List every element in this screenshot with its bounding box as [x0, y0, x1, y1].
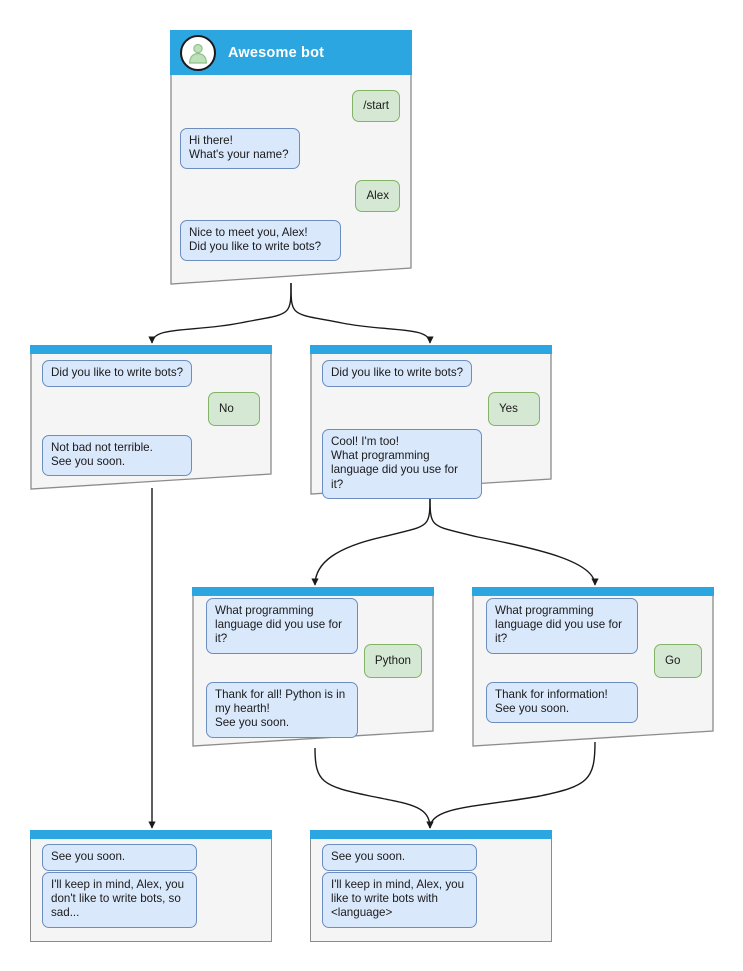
- bot-message-bubble[interactable]: Cool! I'm too! What programming language…: [322, 429, 482, 499]
- connector-root-to-no: [148, 282, 292, 344]
- message-row: /start: [180, 90, 400, 123]
- card-yes-branch-titlebar: [310, 345, 552, 354]
- message-row: Did you like to write bots?: [42, 360, 260, 388]
- bot-message-bubble[interactable]: What programming language did you use fo…: [206, 598, 358, 654]
- bot-message-bubble[interactable]: Thank for information! See you soon.: [486, 682, 638, 724]
- card-end-sad[interactable]: See you soon. I'll keep in mind, Alex, y…: [30, 830, 272, 942]
- message-row: What programming language did you use fo…: [486, 598, 702, 654]
- card-no-branch[interactable]: Did you like to write bots? No Not bad n…: [30, 345, 272, 490]
- message-row: No: [42, 392, 260, 427]
- message-row: See you soon.: [322, 844, 540, 872]
- message-row: Hi there! What's your name?: [180, 128, 400, 170]
- bot-message-bubble[interactable]: Thank for all! Python is in my hearth! S…: [206, 682, 358, 738]
- user-message-bubble[interactable]: Python: [363, 644, 422, 679]
- message-row: Thank for information! See you soon.: [486, 682, 702, 724]
- bot-message-bubble[interactable]: I'll keep in mind, Alex, you don't like …: [42, 872, 197, 928]
- message-row: Python: [206, 644, 422, 679]
- message-row: I'll keep in mind, Alex, you don't like …: [42, 872, 260, 928]
- bot-message-bubble[interactable]: Hi there! What's your name?: [180, 128, 300, 170]
- connector-root-to-yes: [290, 282, 434, 344]
- message-row: Nice to meet you, Alex! Did you like to …: [180, 220, 400, 262]
- message-row: Not bad not terrible. See you soon.: [42, 435, 260, 477]
- bot-message-bubble[interactable]: Nice to meet you, Alex! Did you like to …: [180, 220, 341, 262]
- message-row: Yes: [322, 392, 540, 427]
- message-row: Cool! I'm too! What programming language…: [322, 429, 540, 499]
- card-root-titlebar: Awesome bot: [170, 30, 412, 75]
- message-row: I'll keep in mind, Alex, you like to wri…: [322, 872, 540, 928]
- card-yes-branch[interactable]: Did you like to write bots? Yes Cool! I'…: [310, 345, 552, 499]
- bot-message-bubble[interactable]: Did you like to write bots?: [42, 360, 193, 388]
- message-row: Thank for all! Python is in my hearth! S…: [206, 682, 422, 738]
- bot-message-bubble[interactable]: See you soon.: [322, 844, 477, 872]
- bot-message-bubble[interactable]: What programming language did you use fo…: [486, 598, 638, 654]
- message-row: Alex: [180, 180, 400, 213]
- connector-yes-to-python: [311, 493, 431, 586]
- person-avatar-icon: [180, 34, 216, 71]
- connector-yes-to-go: [429, 493, 599, 586]
- message-row: What programming language did you use fo…: [206, 598, 422, 654]
- message-row: Did you like to write bots?: [322, 360, 540, 388]
- bot-message-bubble[interactable]: I'll keep in mind, Alex, you like to wri…: [322, 872, 477, 928]
- bot-message-bubble[interactable]: Did you like to write bots?: [322, 360, 473, 388]
- connector-python-to-end-happy: [314, 747, 434, 829]
- message-row: Go: [486, 644, 702, 679]
- bot-message-bubble[interactable]: Not bad not terrible. See you soon.: [42, 435, 192, 477]
- user-message-bubble[interactable]: No: [208, 392, 260, 427]
- bot-title: Awesome bot: [228, 44, 325, 61]
- user-message-bubble[interactable]: Alex: [355, 180, 400, 213]
- connector-go-to-end-happy: [426, 741, 596, 829]
- card-end-happy[interactable]: See you soon. I'll keep in mind, Alex, y…: [310, 830, 552, 942]
- card-no-branch-titlebar: [30, 345, 272, 354]
- card-root[interactable]: Awesome bot /start Hi there! What's your…: [170, 30, 412, 285]
- card-python-branch[interactable]: What programming language did you use fo…: [192, 587, 434, 747]
- card-go-branch-titlebar: [472, 587, 714, 596]
- user-message-bubble[interactable]: Go: [654, 644, 702, 679]
- user-message-bubble[interactable]: Yes: [488, 392, 540, 427]
- card-go-branch[interactable]: What programming language did you use fo…: [472, 587, 714, 747]
- card-python-branch-titlebar: [192, 587, 434, 596]
- bot-message-bubble[interactable]: See you soon.: [42, 844, 197, 872]
- card-end-sad-titlebar: [30, 830, 272, 839]
- message-row: See you soon.: [42, 844, 260, 872]
- user-message-bubble[interactable]: /start: [352, 90, 400, 123]
- card-end-happy-titlebar: [310, 830, 552, 839]
